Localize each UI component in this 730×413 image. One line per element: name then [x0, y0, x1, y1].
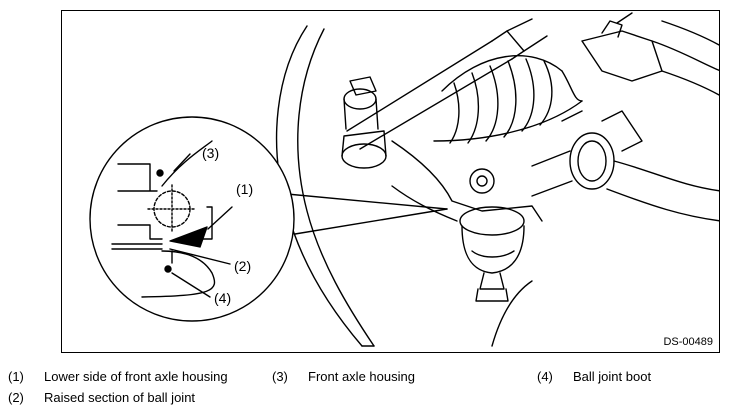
strut-mount — [581, 12, 719, 96]
tie-rod-end — [341, 76, 387, 169]
axle-housing — [391, 140, 543, 222]
callout-4: (4) — [214, 290, 231, 306]
rack-boot — [433, 55, 583, 144]
lower-arm-bushing — [531, 110, 719, 222]
legend-item-1-number: (1) — [8, 369, 24, 384]
inset-leader-lines — [286, 193, 448, 235]
inset-detail — [89, 116, 295, 322]
legend-item-2-number: (2) — [8, 390, 24, 405]
legend-item-3-text: Front axle housing — [308, 369, 415, 384]
legend-item-2-text: Raised section of ball joint — [44, 390, 196, 405]
illustration-frame: (3) (1) (2) (4) DS-00489 — [61, 10, 720, 353]
callout-2: (2) — [234, 258, 251, 274]
legend-item-4-number: (4) — [537, 369, 553, 384]
suspension-illustration: (3) (1) (2) (4) — [89, 12, 719, 347]
figure-code: DS-00489 — [663, 336, 713, 348]
tie-rod — [346, 18, 548, 150]
legend-item-3-number: (3) — [272, 369, 288, 384]
legend-item-4-text: Ball joint boot — [573, 369, 652, 384]
ball-joint — [459, 206, 525, 302]
legend-item-1-text: Lower side of front axle housing — [44, 369, 228, 384]
callout-1: (1) — [236, 181, 253, 197]
callout-3: (3) — [202, 145, 219, 161]
